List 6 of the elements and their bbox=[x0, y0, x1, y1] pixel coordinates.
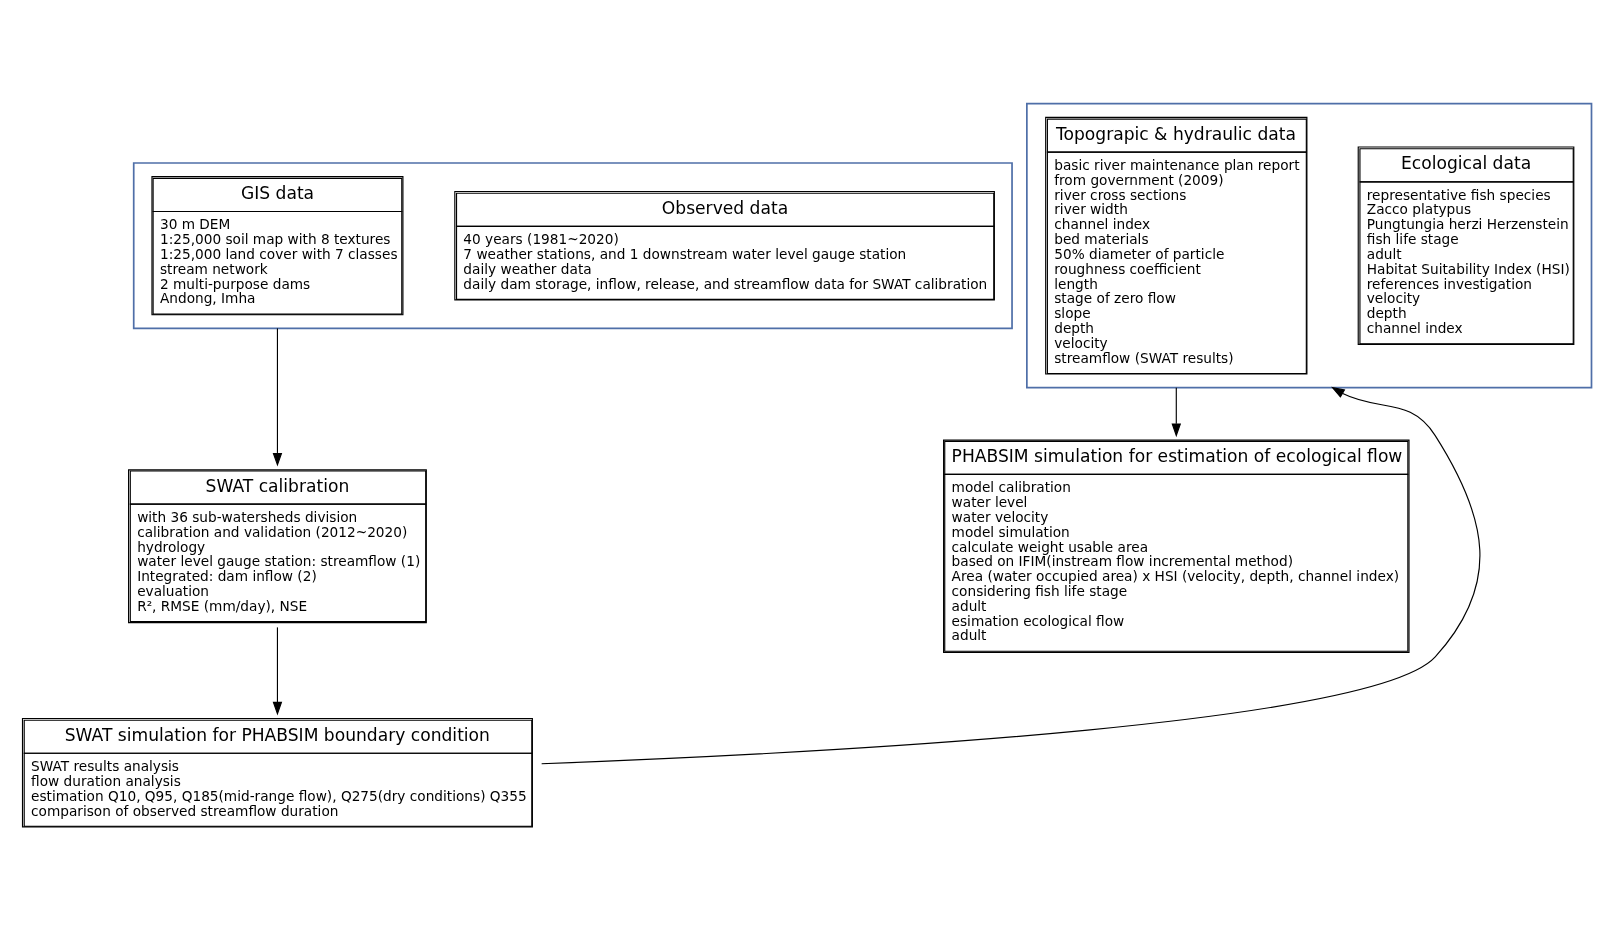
arrow bbox=[541, 386, 1481, 765]
cluster bbox=[132, 162, 1013, 330]
cluster bbox=[1026, 102, 1593, 389]
arrow bbox=[272, 626, 283, 716]
arrow bbox=[1171, 387, 1182, 438]
arrow bbox=[272, 327, 283, 467]
